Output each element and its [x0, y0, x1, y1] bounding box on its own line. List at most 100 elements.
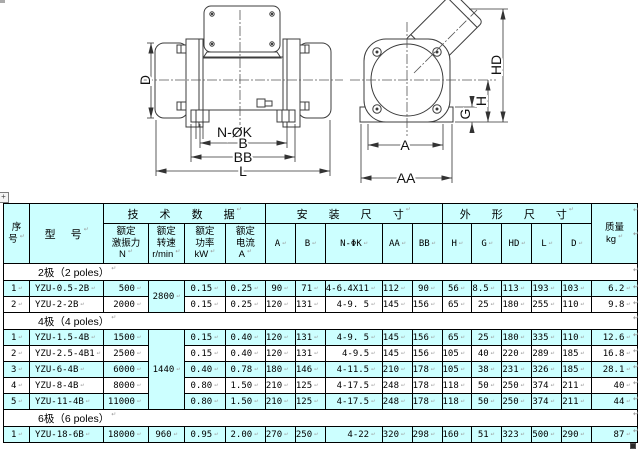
- section-row-2-poles: 2极（2 poles）: [3, 263, 638, 281]
- cell-l: 255: [531, 296, 563, 313]
- move-handle-glyph: +: [1, 192, 6, 201]
- cell-serial: 1: [2, 329, 31, 346]
- cell-power: 0.40: [184, 361, 226, 378]
- cell-l: 326: [531, 361, 563, 378]
- section-row-6-poles: 6极（6 poles）: [3, 409, 638, 427]
- header-group-outline: 外 形 尺 寸: [441, 203, 593, 224]
- cell-current: 0.25: [224, 296, 266, 313]
- cell-serial: 2: [2, 296, 31, 313]
- cell-a: 90: [264, 280, 296, 297]
- end-of-row-mark: ↵: [633, 411, 638, 418]
- cell-l: 374: [531, 393, 563, 410]
- cell-aa: 145: [381, 296, 413, 313]
- cell-serial: 2: [2, 345, 31, 362]
- dim-label-hd: HD: [488, 55, 504, 75]
- spec-table: 序 号 型 号 技 术 数 据 安 装 尺 寸 外 形 尺 寸 质量 kg 额定…: [2, 203, 638, 443]
- cell-speed: 1440: [147, 329, 186, 410]
- cell-l: 289: [531, 345, 563, 362]
- table-resize-handle-icon[interactable]: [630, 443, 636, 449]
- cell-d: 185: [561, 345, 593, 362]
- cell-serial: 5: [2, 393, 31, 410]
- table-row: 1 YZU-0.5-2B 500 2800 0.15 0.25 90 71 4-…: [2, 280, 638, 313]
- cell-hd: 180: [501, 296, 533, 313]
- paragraph-mark: [0, 0, 5, 3]
- left-foot: [190, 109, 210, 123]
- cell-force: 1500: [103, 329, 149, 346]
- cell-current: 0.40: [224, 345, 266, 362]
- cell-l: 193: [531, 280, 563, 297]
- end-of-row-mark: ↵: [633, 396, 638, 403]
- cell-model: YZU-0.5-2B: [29, 280, 105, 297]
- header-col-d: D: [561, 223, 593, 264]
- side-dimensions: [147, 42, 331, 176]
- table-row: 2 YZU-2.5-4B1 2500 0.15 0.40 120 131 4-9…: [2, 345, 638, 362]
- table-row: 1 YZU-1.5-4B 1500 1440 0.15 0.40 120 131…: [2, 329, 638, 410]
- cell-g: 51: [471, 426, 503, 443]
- cell-power: 0.15: [184, 329, 226, 346]
- end-of-row-mark: ↵: [633, 348, 638, 355]
- table-row: 2 YZU-2-2B 2000 0.15 0.25 120 131 4-9. 5…: [2, 296, 638, 313]
- cell-h: 118: [441, 393, 473, 410]
- header-col-bb: BB: [411, 223, 443, 264]
- cell-bb: 156: [411, 296, 443, 313]
- end-of-row-mark: ↵: [633, 428, 638, 435]
- header-mass: 质量 kg: [591, 203, 638, 264]
- table-row: 5 YZU-11-4B 11000 0.80 1.50 210 125 4-17…: [2, 393, 638, 410]
- header-speed: 额定 转速 r/min: [147, 223, 186, 264]
- cell-b: 131: [294, 345, 326, 362]
- cell-force: 6000: [103, 361, 149, 378]
- dim-label-b: B: [238, 135, 247, 151]
- cell-power: 0.15: [184, 345, 226, 362]
- end-of-row-mark: ↵: [633, 284, 638, 291]
- cell-current: 2.00: [224, 426, 266, 443]
- cell-bb: 298: [411, 426, 443, 443]
- cell-l: 374: [531, 377, 563, 394]
- cell-model: YZU-18-6B: [29, 426, 105, 443]
- cell-a: 120: [264, 296, 296, 313]
- cell-power: 0.15: [184, 280, 226, 297]
- cell-nk: 4-9. 5: [324, 329, 383, 346]
- cell-nk: 4-6.4X11: [324, 280, 383, 297]
- cell-b: 250: [294, 426, 326, 443]
- cell-hd: 220: [501, 345, 533, 362]
- cell-b: 125: [294, 393, 326, 410]
- cell-b: 131: [294, 296, 326, 313]
- cell-hd: 113: [501, 280, 533, 297]
- cell-g: 8.5: [471, 280, 503, 297]
- cell-bb: 156: [411, 345, 443, 362]
- header-col-aa: AA: [381, 223, 413, 264]
- cell-aa: 145: [381, 329, 413, 346]
- cell-model: YZU-8-4B: [29, 377, 105, 394]
- table-move-handle-icon[interactable]: +: [0, 192, 9, 203]
- cell-model: YZU-6-4B: [29, 361, 105, 378]
- header-force: 额定 激振力 N: [103, 223, 149, 264]
- cell-a: 210: [264, 377, 296, 394]
- end-view: [359, 0, 482, 123]
- cell-a: 210: [264, 393, 296, 410]
- cell-d: 103: [561, 280, 593, 297]
- end-of-row-mark: ↵: [633, 300, 638, 307]
- header-serial: 序 号: [2, 203, 31, 264]
- cell-current: 0.78: [224, 361, 266, 378]
- cell-aa: 320: [381, 426, 413, 443]
- cell-serial: 1: [2, 426, 31, 443]
- cell-h: 160: [441, 426, 473, 443]
- cell-h: 65: [441, 329, 473, 346]
- end-dimensions: [360, 8, 508, 183]
- header-group-mount: 安 装 尺 寸: [264, 203, 443, 224]
- cell-l: 500: [531, 426, 563, 443]
- cell-nk: 4-11.5: [324, 361, 383, 378]
- cell-bb: 90: [411, 280, 443, 297]
- cell-power: 0.95: [184, 426, 226, 443]
- header-current: 额定 电流 A: [224, 223, 266, 264]
- cell-serial: 4: [2, 377, 31, 394]
- cell-model: YZU-2.5-4B1: [29, 345, 105, 362]
- cell-mass: 28.1: [591, 361, 638, 378]
- cell-g: 50: [471, 377, 503, 394]
- cell-mass: 16.8: [591, 345, 638, 362]
- cell-speed: 960: [147, 426, 186, 443]
- cell-nk: 4-9. 5: [324, 296, 383, 313]
- cell-h: 105: [441, 345, 473, 362]
- cell-b: 125: [294, 377, 326, 394]
